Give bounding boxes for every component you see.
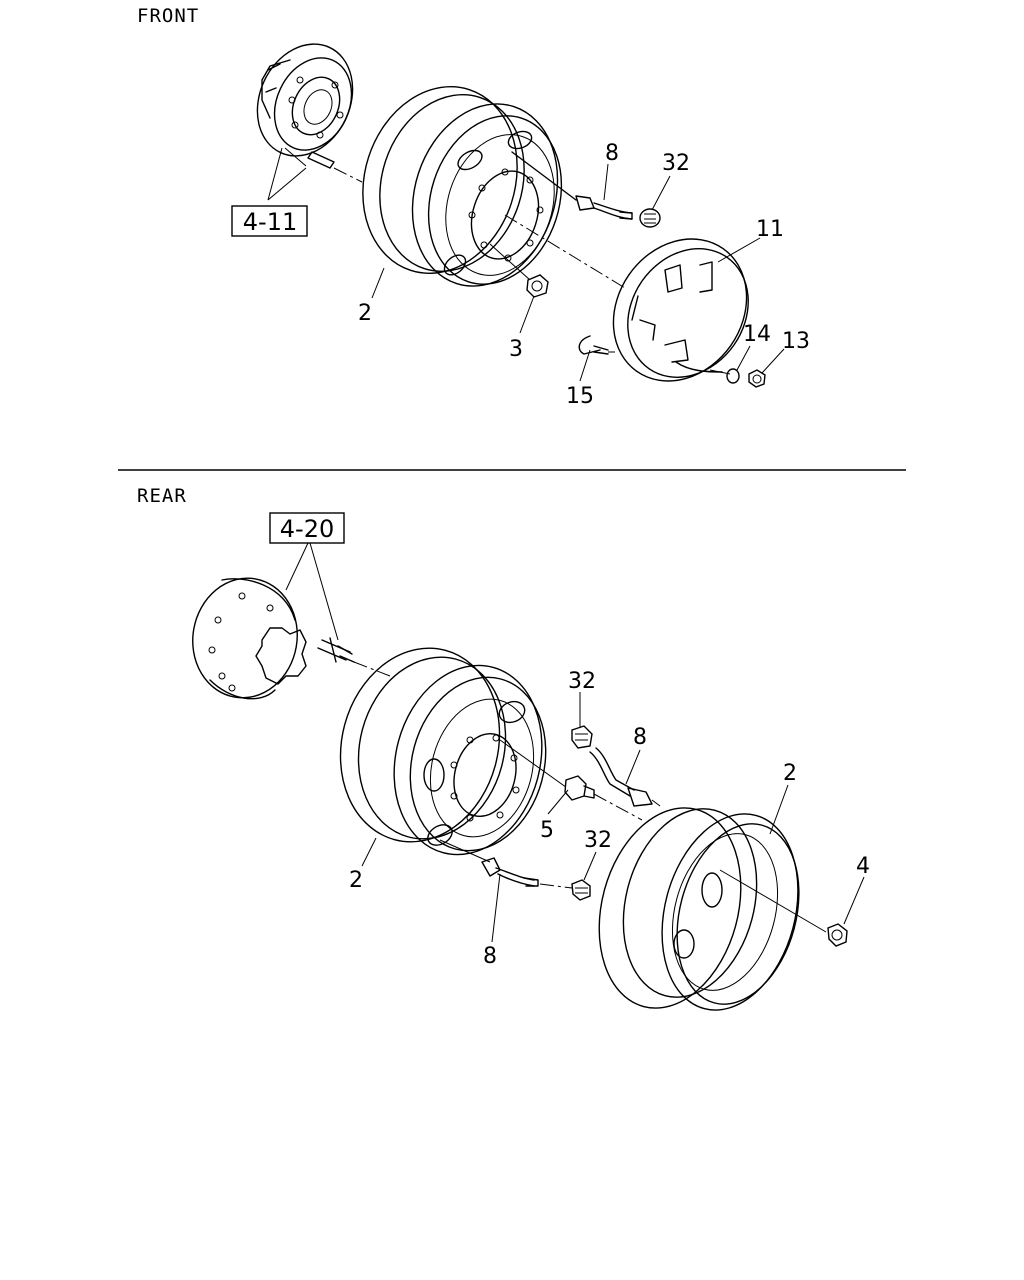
rear-hub-drawing [192,577,391,700]
front-cover-nut-drawing [748,369,766,388]
front-cover-bolt-drawing [578,335,615,355]
callout-rear-cap-32-lower: 32 [584,828,612,853]
callout-rear-nut-4: 4 [856,854,870,879]
front-leader-lines [267,147,785,382]
callout-front-bolt-15: 15 [566,384,594,409]
callout-front-valve-8: 8 [605,141,619,166]
front-washer-drawing [726,368,740,384]
callout-rear-valve-8-upper: 8 [633,725,647,750]
rear-outer-wheel-drawing [598,807,827,1011]
callout-front-nut-3: 3 [509,337,523,362]
front-valve-drawing [511,151,633,220]
rear-outer-valve-drawing [589,747,661,807]
callout-front-cap-32: 32 [662,151,690,176]
callout-rear-cap-32-upper: 32 [568,669,596,694]
rear-inner-valve-cap-drawing [571,879,591,901]
rear-inner-wheel-drawing [339,647,571,863]
rear-outer-nut-drawing [827,923,848,947]
rear-section-title: REAR [137,485,187,507]
callout-rear-outer-wheel-2: 2 [783,761,797,786]
rear-reference-label: 4-20 [280,515,334,543]
front-reference-box[interactable]: 4-11 [231,205,308,237]
front-nut-drawing [526,274,549,298]
rear-leader-lines [285,542,865,943]
callout-rear-valve-8-lower: 8 [483,944,497,969]
front-valve-cap-drawing [639,208,661,228]
front-reference-label: 4-11 [243,208,297,236]
callout-front-wheel-2: 2 [358,301,372,326]
rear-inner-nut-drawing [564,775,643,821]
callout-rear-inner-wheel-2: 2 [349,868,363,893]
front-dust-cover-drawing [612,238,749,382]
front-wheel-drawing [362,86,626,289]
callout-front-washer-14: 14 [743,322,771,347]
callout-front-dust-cover-11: 11 [756,217,784,242]
rear-outer-valve-cap-drawing [571,725,593,749]
callout-front-nut-13: 13 [782,329,810,354]
rear-inner-valve-drawing [481,857,573,889]
rear-section: REAR [137,485,870,1011]
callout-rear-hub-nut-5: 5 [540,818,554,843]
rear-reference-box[interactable]: 4-20 [269,512,345,544]
front-section-title: FRONT [137,5,199,27]
front-hub-drawing [256,43,363,183]
front-section: FRONT [137,5,810,409]
